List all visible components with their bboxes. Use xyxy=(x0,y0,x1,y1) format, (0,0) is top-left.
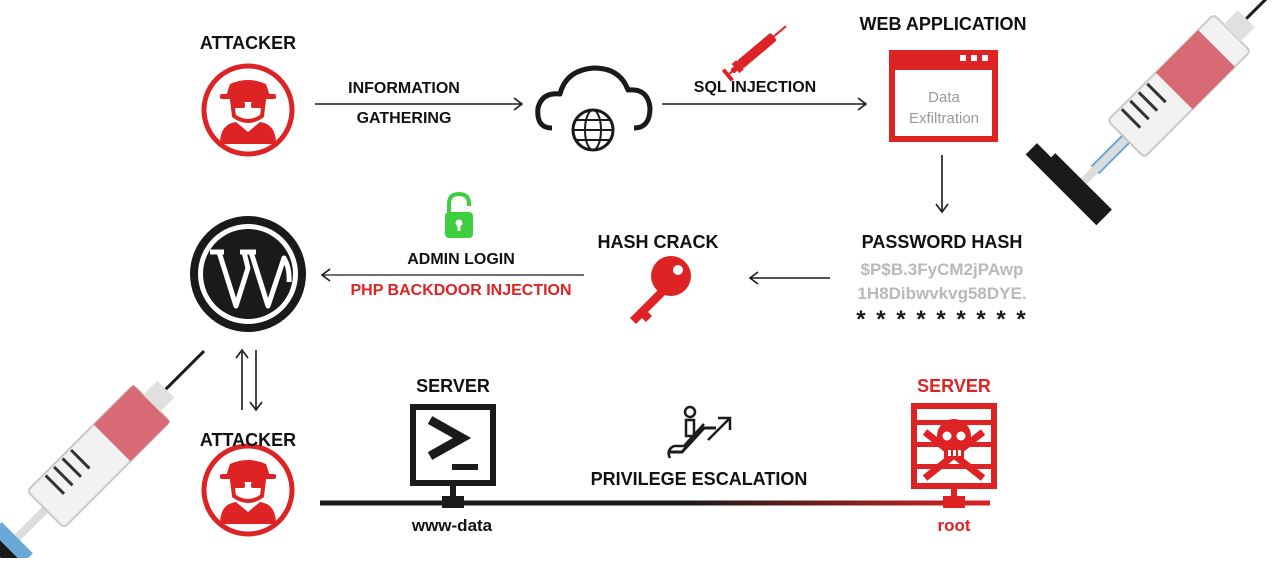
server-left-label: SERVER xyxy=(416,376,490,396)
data-exfiltration-label-1: Data xyxy=(928,89,960,106)
server-right-label: SERVER xyxy=(917,376,991,396)
arrow-crack-to-wordpress xyxy=(320,268,584,282)
unlocked-padlock-icon xyxy=(445,191,473,238)
privilege-escalation-label: PRIVILEGE ESCALATION xyxy=(590,469,808,489)
syringe-icon-left xyxy=(0,349,206,563)
web-application-label: WEB APPLICATION xyxy=(859,14,1027,34)
escalator-icon xyxy=(667,405,732,459)
arrow-webapp-to-hash xyxy=(935,155,949,214)
browser-window-icon xyxy=(889,50,998,142)
skull-server-icon xyxy=(911,403,997,508)
key-icon xyxy=(630,256,691,324)
hash-value-line-1: $P$B.3FyCM2jPAwp xyxy=(860,260,1024,279)
password-hash-label: PASSWORD HASH xyxy=(861,232,1023,252)
sql-injection-label: SQL INJECTION xyxy=(693,79,817,96)
hash-masked: * * * * * * * * * xyxy=(856,306,1028,333)
info-gathering-label-1: INFORMATION xyxy=(348,80,460,97)
cloud-globe-icon xyxy=(535,65,653,152)
root-label: root xyxy=(937,516,971,535)
arrow-cloud-to-webapp xyxy=(662,97,868,111)
php-backdoor-label: PHP BACKDOOR INJECTION xyxy=(350,282,572,299)
attacker-bottom-label: ATTACKER xyxy=(199,430,297,450)
www-data-label: www-data xyxy=(411,516,493,535)
syringe-icon-small xyxy=(721,25,787,82)
attacker-icon-top xyxy=(204,66,292,154)
admin-login-label: ADMIN LOGIN xyxy=(407,251,515,268)
arrows-wordpress-attacker xyxy=(235,348,263,412)
syringe-icon-right xyxy=(1025,0,1280,226)
attacker-top-label: ATTACKER xyxy=(199,33,297,53)
arrow-hash-to-crack xyxy=(748,271,830,285)
hash-value-line-2: 1H8Dibwvkvg58DYE. xyxy=(857,284,1027,303)
hash-crack-label: HASH CRACK xyxy=(597,232,719,252)
arrow-info-to-cloud xyxy=(315,97,524,111)
data-exfiltration-label-2: Exfiltration xyxy=(908,110,980,127)
info-gathering-label-2: GATHERING xyxy=(356,110,452,127)
terminal-icon xyxy=(410,404,496,508)
wordpress-logo xyxy=(190,216,306,332)
attacker-icon-bottom xyxy=(204,446,292,534)
drop-icon xyxy=(731,67,737,73)
